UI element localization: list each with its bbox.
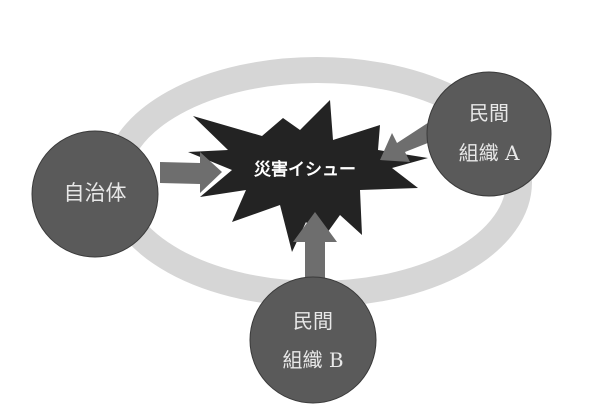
issue-burst-shape (188, 100, 428, 252)
node-private-org-a (426, 71, 552, 197)
org-a-line1: 民間 (469, 101, 509, 125)
node-local-government (31, 130, 159, 258)
org-b-line2: 組織 B (282, 348, 344, 372)
issue-label: 災害イシュー (254, 160, 356, 180)
local-government-label: 自治体 (63, 181, 127, 205)
org-a-line2: 組織 A (458, 141, 520, 165)
arrow-org-b (293, 212, 337, 285)
node-private-org-b (249, 276, 377, 404)
org-b-line1: 民間 (293, 309, 333, 333)
arrow-local-government (160, 152, 222, 193)
